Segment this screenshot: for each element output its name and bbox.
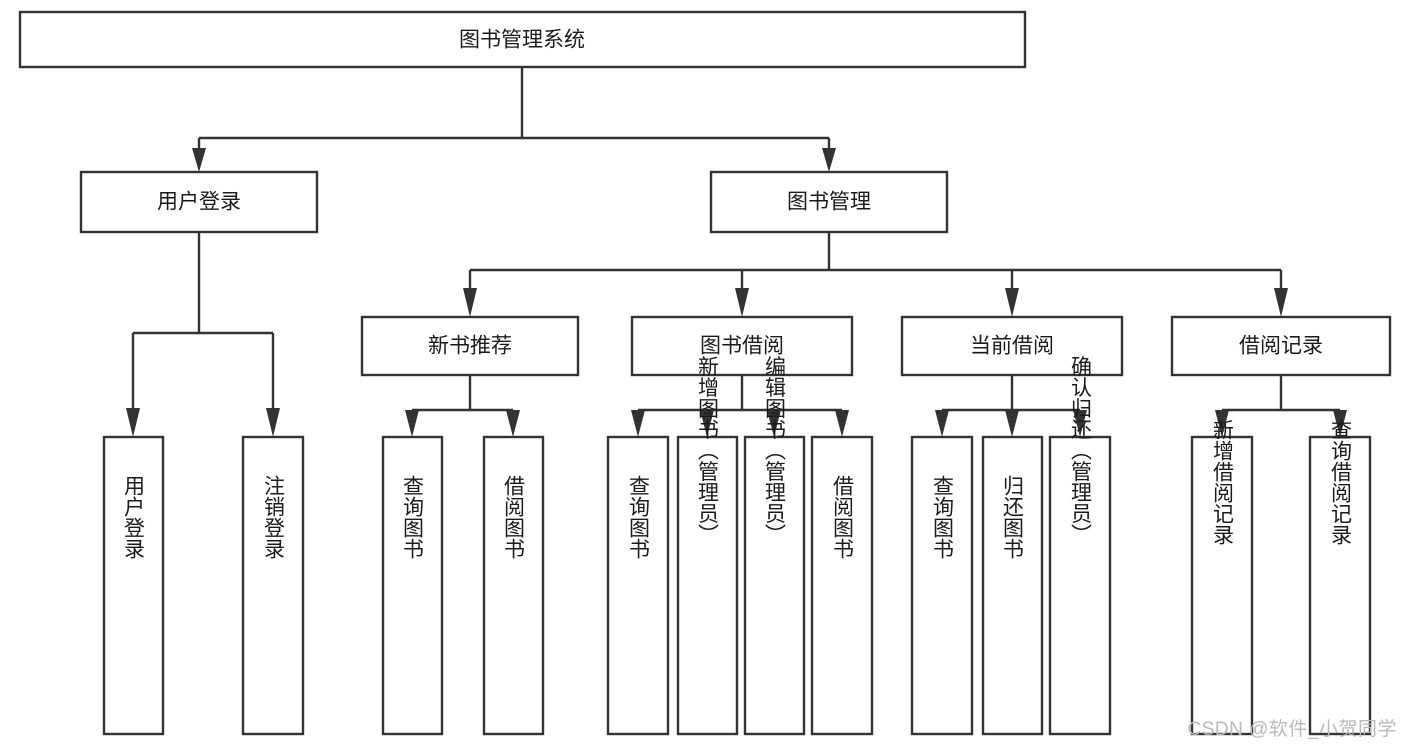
node-leaf-confirm-return-label: 确认归还（管理员） bbox=[1069, 356, 1093, 545]
arrow-head-leaf-query-record bbox=[1333, 410, 1347, 437]
node-leaf-add-book-label: 新增图书（管理员） bbox=[696, 356, 720, 545]
edges-layer bbox=[126, 67, 1347, 437]
arrow-head-leaf-borrow-book-2 bbox=[835, 410, 849, 437]
node-book-borrow-label: 图书借阅 bbox=[700, 335, 784, 358]
node-leaf-query-book-1-label: 查询图书 bbox=[401, 475, 425, 559]
node-leaf-borrow-book-1[interactable]: 借阅图书 bbox=[482, 435, 545, 736]
nodes-layer: 图书管理系统 用户登录 图书管理 新书推荐 图书借阅 当前 bbox=[18, 10, 1392, 736]
node-new-book-recommend[interactable]: 新书推荐 bbox=[360, 315, 580, 377]
arrow-head-leaf-add-record bbox=[1215, 410, 1229, 437]
node-borrow-record-box[interactable] bbox=[1170, 315, 1392, 377]
node-root-box[interactable] bbox=[18, 10, 1027, 69]
node-leaf-edit-book-label: 编辑图书（管理员） bbox=[763, 356, 787, 545]
node-leaf-add-record-label: 新增借阅记录 bbox=[1211, 419, 1235, 545]
node-book-manage[interactable]: 图书管理 bbox=[709, 170, 949, 234]
node-current-borrow[interactable]: 当前借阅 bbox=[900, 315, 1124, 377]
node-root[interactable]: 图书管理系统 bbox=[18, 10, 1027, 69]
node-user-login-label: 用户登录 bbox=[157, 191, 241, 214]
node-leaf-user-login[interactable]: 用户登录 bbox=[102, 435, 165, 736]
node-new-book-recommend-box[interactable] bbox=[360, 315, 580, 377]
arrow-head-book-borrow bbox=[735, 288, 749, 317]
node-leaf-borrow-book-2-box[interactable] bbox=[810, 435, 874, 736]
arrow-head-leaf-return-book bbox=[1005, 410, 1019, 437]
watermark-text: CSDN @软件_小贺同学 bbox=[1187, 719, 1397, 740]
node-leaf-borrow-book-1-label: 借阅图书 bbox=[502, 475, 526, 559]
arrow-head-leaf-borrow-book-1 bbox=[506, 410, 520, 437]
node-leaf-query-book-1-box[interactable] bbox=[381, 435, 444, 736]
arrow-head-borrow-record bbox=[1274, 288, 1288, 317]
arrow-head-leaf-confirm-return bbox=[1073, 410, 1087, 437]
node-leaf-confirm-return[interactable]: 确认归还（管理员） bbox=[1048, 356, 1112, 736]
arrow-head-leaf-query-book-1 bbox=[405, 410, 419, 437]
node-leaf-query-book-3-label: 查询图书 bbox=[931, 475, 955, 559]
node-root-label: 图书管理系统 bbox=[459, 29, 585, 52]
node-leaf-query-book-1[interactable]: 查询图书 bbox=[381, 435, 444, 736]
node-leaf-query-record-label: 查询借阅记录 bbox=[1329, 419, 1353, 545]
node-book-borrow-box[interactable] bbox=[630, 315, 854, 377]
arrow-head-leaf-edit-book bbox=[767, 410, 781, 437]
arrow-head-book-manage bbox=[822, 148, 836, 172]
node-leaf-user-login-label: 用户登录 bbox=[122, 475, 146, 559]
node-leaf-return-book[interactable]: 归还图书 bbox=[981, 435, 1044, 736]
node-leaf-edit-book[interactable]: 编辑图书（管理员） bbox=[743, 356, 806, 736]
node-leaf-confirm-return-box[interactable] bbox=[1048, 435, 1112, 736]
node-borrow-record-label: 借阅记录 bbox=[1239, 335, 1323, 358]
arrow-head-leaf-user-logout bbox=[266, 408, 280, 437]
node-leaf-user-logout[interactable]: 注销登录 bbox=[241, 435, 305, 736]
arrow-head-leaf-query-book-3 bbox=[935, 410, 949, 437]
node-new-book-recommend-label: 新书推荐 bbox=[428, 335, 512, 358]
node-book-manage-label: 图书管理 bbox=[787, 191, 871, 214]
node-leaf-query-book-2-box[interactable] bbox=[606, 435, 670, 736]
node-leaf-borrow-book-2[interactable]: 借阅图书 bbox=[810, 435, 874, 736]
node-leaf-user-login-box[interactable] bbox=[102, 435, 165, 736]
node-current-borrow-label: 当前借阅 bbox=[970, 335, 1054, 358]
node-leaf-add-book[interactable]: 新增图书（管理员） bbox=[676, 356, 739, 736]
node-leaf-query-book-2-label: 查询图书 bbox=[627, 475, 651, 559]
node-leaf-add-record-box[interactable] bbox=[1190, 435, 1254, 736]
node-leaf-user-logout-label: 注销登录 bbox=[262, 475, 286, 559]
node-leaf-add-record[interactable]: 新增借阅记录 bbox=[1190, 419, 1254, 736]
node-borrow-record[interactable]: 借阅记录 bbox=[1170, 315, 1392, 377]
node-leaf-query-book-3[interactable]: 查询图书 bbox=[910, 435, 974, 736]
node-leaf-query-book-3-box[interactable] bbox=[910, 435, 974, 736]
node-leaf-return-book-label: 归还图书 bbox=[1001, 475, 1025, 559]
node-leaf-return-book-box[interactable] bbox=[981, 435, 1044, 736]
node-user-login-box[interactable] bbox=[79, 170, 319, 234]
node-user-login[interactable]: 用户登录 bbox=[79, 170, 319, 234]
node-leaf-borrow-book-1-box[interactable] bbox=[482, 435, 545, 736]
arrow-head-current-borrow bbox=[1005, 288, 1019, 317]
node-book-borrow[interactable]: 图书借阅 bbox=[630, 315, 854, 377]
node-leaf-query-record-box[interactable] bbox=[1308, 435, 1372, 736]
node-leaf-add-book-box[interactable] bbox=[676, 435, 739, 736]
node-book-manage-box[interactable] bbox=[709, 170, 949, 234]
node-leaf-edit-book-box[interactable] bbox=[743, 435, 806, 736]
node-leaf-query-record[interactable]: 查询借阅记录 bbox=[1308, 419, 1372, 736]
node-current-borrow-box[interactable] bbox=[900, 315, 1124, 377]
arrow-head-new-book-recommend bbox=[463, 288, 477, 317]
node-leaf-user-logout-box[interactable] bbox=[241, 435, 305, 736]
arrow-head-leaf-user-login bbox=[126, 408, 140, 437]
node-leaf-borrow-book-2-label: 借阅图书 bbox=[831, 475, 855, 559]
arrow-head-leaf-query-book-2 bbox=[631, 410, 645, 437]
arrow-head-leaf-add-book bbox=[700, 410, 714, 437]
arrow-head-user-login bbox=[192, 148, 206, 172]
node-leaf-query-book-2[interactable]: 查询图书 bbox=[606, 435, 670, 736]
